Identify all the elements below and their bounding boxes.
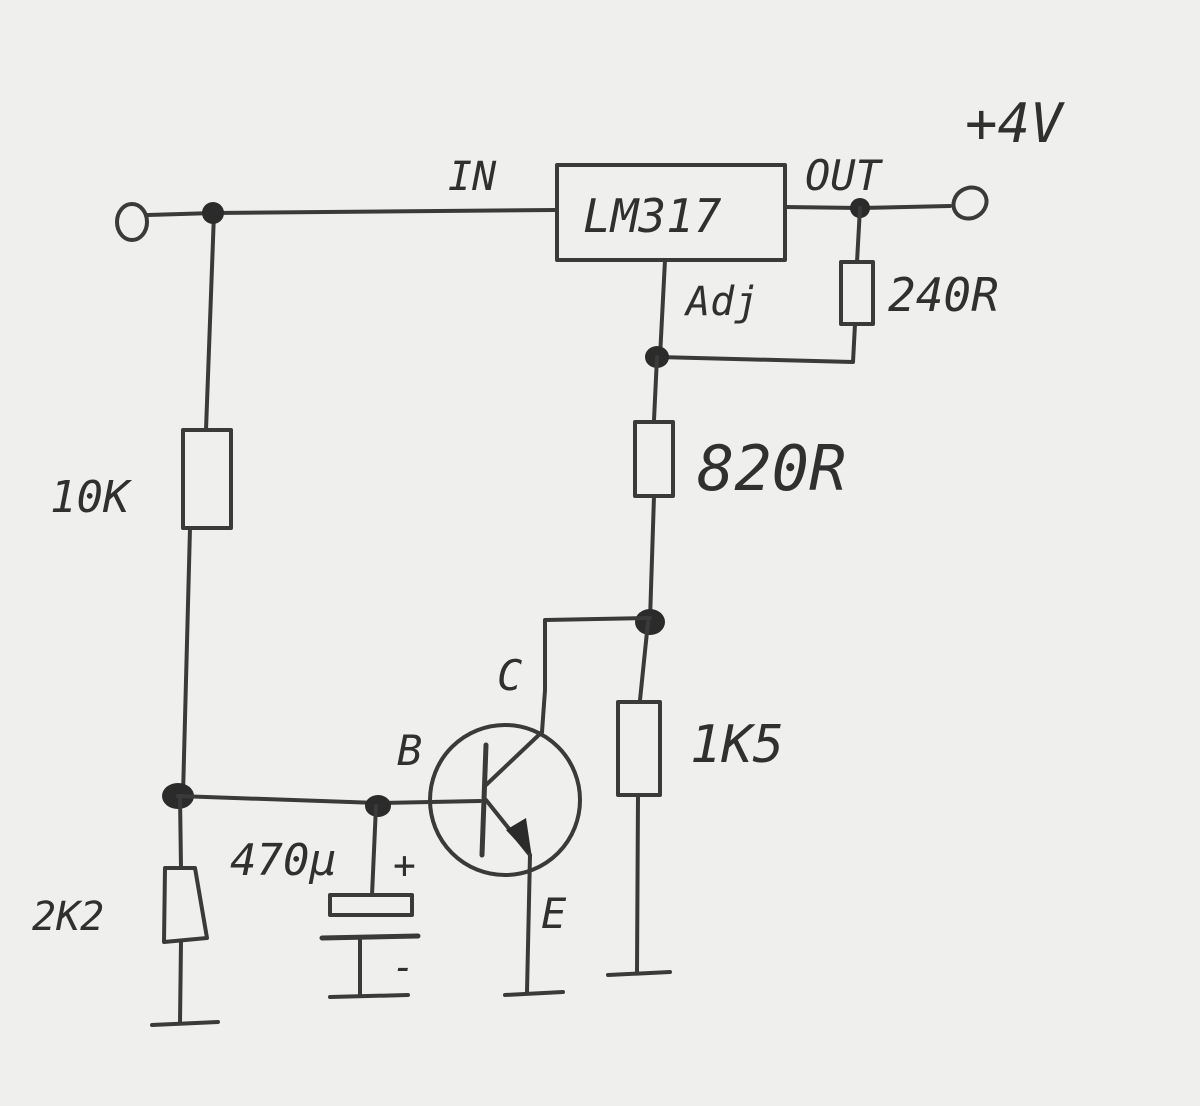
label-pin-adj: Adj xyxy=(683,279,758,325)
label-base: B xyxy=(397,726,422,775)
label-pin-out: OUT xyxy=(805,151,884,200)
wire-820r-top xyxy=(652,355,659,422)
input-junction xyxy=(202,202,224,224)
resistor-240r xyxy=(839,260,875,326)
label-cap-minus: - xyxy=(392,945,415,989)
transistor-collector-lead xyxy=(484,730,544,787)
transistor-emitter-arrow xyxy=(506,818,532,858)
wire-2k2-top xyxy=(178,794,183,870)
label-capacitor: 470µ xyxy=(230,835,336,886)
capacitor-plate-positive xyxy=(328,893,414,917)
label-r-2k2: 2K2 xyxy=(32,894,104,940)
output-terminal xyxy=(951,185,989,221)
capacitor-plate-negative xyxy=(319,933,421,941)
resistor-10k xyxy=(181,428,233,530)
wire-1k5-top xyxy=(638,620,650,702)
transistor-body xyxy=(428,723,582,877)
resistor-2k2 xyxy=(162,866,209,944)
wire-240r-top xyxy=(855,206,862,264)
ground-capacitor xyxy=(328,993,410,999)
wire-240r-bottom xyxy=(656,322,857,364)
wire-emitter xyxy=(525,853,532,994)
label-emitter: E xyxy=(541,889,567,938)
lm317-regulator-box xyxy=(555,163,787,262)
label-r-240: 240R xyxy=(888,268,999,322)
resistor-1k5 xyxy=(616,700,662,797)
wire-10k-top xyxy=(204,211,216,432)
collector-wire xyxy=(540,616,652,734)
ground-1k5 xyxy=(606,970,672,977)
label-collector: C xyxy=(497,651,522,700)
ground-2k2 xyxy=(150,1020,220,1027)
wire-1k5-bottom xyxy=(635,793,640,974)
wire-10k-bottom xyxy=(181,526,192,797)
base-wire xyxy=(176,794,482,805)
label-regulator: LM317 xyxy=(583,189,722,243)
input-terminal xyxy=(115,202,149,242)
label-r-1k5: 1K5 xyxy=(690,715,784,775)
label-r-820: 820R xyxy=(697,432,846,505)
wire-820r-bottom xyxy=(648,494,656,622)
label-pin-in: IN xyxy=(448,154,497,200)
label-output-voltage: +4V xyxy=(965,92,1065,155)
label-r-10k: 10K xyxy=(50,472,133,523)
wire-cap-top xyxy=(370,804,378,897)
ground-emitter xyxy=(503,990,565,997)
wire-2k2-bottom xyxy=(178,940,183,1025)
label-cap-plus: + xyxy=(393,843,416,887)
resistor-820r xyxy=(633,420,675,498)
adj-wire xyxy=(658,258,667,359)
